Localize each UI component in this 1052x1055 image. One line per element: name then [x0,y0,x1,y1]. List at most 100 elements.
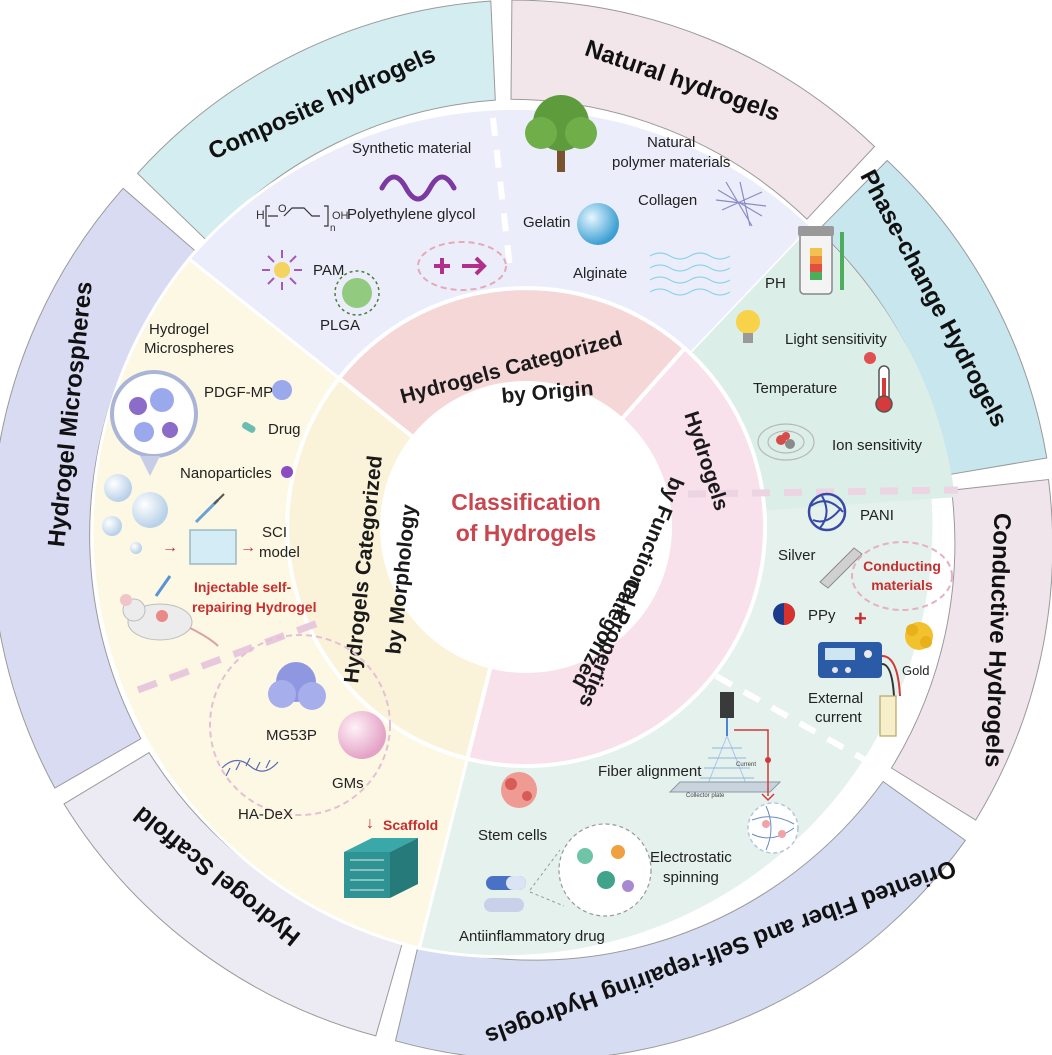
label-pam: PAM [313,262,344,279]
electrospinning-icon: Collector plate Current [668,692,782,802]
label-alginate: Alginate [573,265,627,282]
synthetic-wave-icon [379,174,457,202]
label-conducting-line2: materials [871,577,933,593]
morph-scaffold-ring [209,634,391,816]
peg-o: O [278,203,287,215]
label-gms: GMs [332,775,364,792]
label-ppy: PPy [808,607,836,624]
dashed-dividers [136,117,959,777]
label-gold: Gold [902,663,929,678]
label-fiber-alignment: Fiber alignment [598,763,702,780]
label-natural-polymer-2: polymer materials [612,154,730,171]
label-antiinflammatory-drug: Antiinflammatory drug [459,928,605,945]
label-injectable-line1: Injectable self- [194,579,292,595]
label-collector-plate: Collector plate [686,793,725,799]
label-polyethylene-glycol: Polyethylene glycol [347,206,475,223]
functional-content: PH Light sensitivity Temperature Ion sen… [459,226,953,945]
divider-func-bottom [714,673,892,777]
morphology-content: Hydrogel Microspheres PDGF-MP Drug Nanop… [102,321,438,898]
label-scaffold: Scaffold [383,817,438,833]
red-arrow-3: ↓ [366,815,374,832]
segment-phase [817,159,1048,476]
pill-capsule-icon [484,876,526,912]
segment-natural [510,0,876,220]
combination-icon [417,241,507,291]
label-external-line2: current [815,709,863,726]
plus-sign: + [854,606,867,631]
segment-oriented [394,780,966,1055]
label-drug: Drug [268,421,301,438]
label-ha-dex: HA-DeX [238,806,293,823]
sun-icon [864,352,876,364]
label-electrostatic-line2: spinning [663,869,719,886]
label-silver: Silver [778,547,816,564]
peg-n: n [330,223,336,234]
bubbles-icon [102,474,168,554]
label-injectable-line2: repairing Hydrogel [192,599,316,615]
divider-func-top [687,486,959,498]
mouse-icon [120,575,219,647]
atom-icon [757,423,815,461]
tree-icon [525,95,597,172]
red-arrow-1: → [162,539,178,556]
inner-ring [285,286,768,768]
red-arrow-2: → [240,539,256,556]
segment-microspheres [0,187,197,789]
divider-origin [490,117,513,269]
label-conducting-line1: Conducting [863,558,941,574]
label-ion-sensitivity: Ion sensitivity [832,437,923,454]
pdgf-icon [272,380,292,400]
label-collagen: Collagen [638,192,697,209]
gms-sphere-icon [338,711,386,759]
scaffold-cube-icon [344,838,418,898]
label-natural-polymer-1: Natural [647,134,695,151]
ph-strip-icon [798,226,844,295]
center-title-line2: of Hydrogels [456,520,597,546]
ppy-icon [773,603,795,625]
label-current-small: Current [736,762,756,768]
hadex-chain-icon [221,757,279,777]
label-pdgf-mp: PDGF-MP [204,384,273,401]
center-label: Classification of Hydrogels [451,489,601,546]
gelatin-sphere-icon [577,203,619,245]
label-stem-cells: Stem cells [478,827,547,844]
microsphere-lens-icon [110,370,198,476]
fiber-mesh-icon [747,802,799,854]
peg-structure-icon: H O n OH [256,203,349,234]
peg-oh: OH [332,210,349,222]
conducting-badge [851,541,953,611]
label-temperature: Temperature [753,380,837,397]
collagen-icon [715,181,767,227]
label-plga: PLGA [320,317,360,334]
center-disc [380,381,672,673]
gold-icon [905,622,933,650]
label-pani: PANI [860,507,894,524]
light-bulb-icon [736,310,760,343]
power-supply-icon [818,642,901,737]
silver-bar-icon [819,547,863,589]
thermometer-icon [875,365,893,413]
label-gelatin: Gelatin [523,214,571,231]
label-nanoparticles: Nanoparticles [180,465,272,482]
label-microspheres-line2: Microspheres [144,340,234,357]
plga-icon [334,270,380,316]
pani-ball-icon [807,492,847,532]
label-sci-line1: SCI [262,524,287,541]
label-mg53p: MG53P [266,727,317,744]
beaker-injection-icon [189,493,237,565]
drug-release-icon [529,823,652,917]
label-sci-line2: model [259,544,300,561]
center-title-line1: Classification [451,489,601,515]
origin-content: Synthetic material H O n OH Polyethylene… [256,95,767,334]
nanoparticle-icon [281,466,293,478]
segment-composite [136,0,496,242]
mg53p-protein-icon [268,662,326,710]
label-ph: PH [765,275,786,292]
pam-icon [262,250,302,290]
label-synthetic-material: Synthetic material [352,140,471,157]
stem-cells-icon [501,772,537,808]
label-electrostatic-line1: Electrostatic [650,849,732,866]
drug-icon [242,422,256,433]
